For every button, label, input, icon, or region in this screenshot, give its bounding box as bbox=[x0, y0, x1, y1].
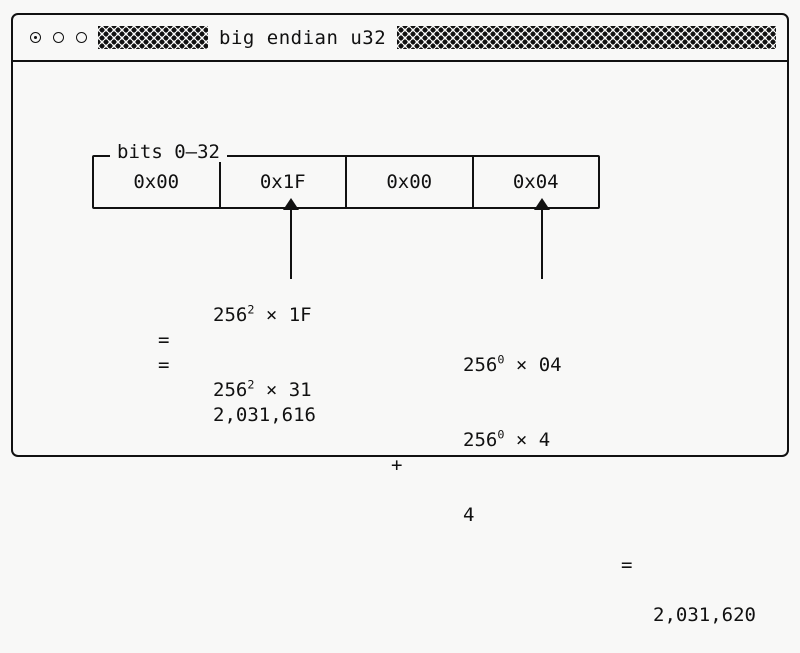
math-right-line2-base: 256 bbox=[463, 429, 498, 451]
math-left-line2-equals: = bbox=[158, 329, 170, 351]
math-left-line1-exponent: 2 bbox=[247, 302, 255, 317]
byte-cell-1[interactable]: 0x1F bbox=[221, 157, 347, 207]
app-window: big endian u32 bits 0–32 0x00 0x1F 0x00 … bbox=[11, 13, 789, 626]
byte-field: bits 0–32 0x00 0x1F 0x00 0x04 bbox=[92, 143, 600, 209]
math-row-2: = 2562 × 31 2560 × 4 bbox=[13, 303, 787, 451]
math-block: 2562 × 1F 2560 × 04 = 2562 × 31 2560 × 4… bbox=[13, 62, 787, 626]
math-right-line1-exponent: 0 bbox=[497, 352, 505, 367]
math-right-line1: 2560 × 04 bbox=[463, 353, 562, 378]
pointer-to-byte-1-icon bbox=[283, 198, 299, 279]
math-left-line2-base: 256 bbox=[213, 379, 248, 401]
math-left-line1-rest: × 1F bbox=[254, 304, 312, 326]
math-right-line2: 2560 × 4 bbox=[463, 428, 550, 453]
window-control-minimize-icon[interactable] bbox=[53, 32, 64, 43]
titlebar-texture-left-icon bbox=[98, 26, 208, 49]
window-controls bbox=[30, 32, 87, 43]
math-total-equals: = bbox=[621, 554, 633, 576]
math-left-line1-base: 256 bbox=[213, 304, 248, 326]
math-left-line3-equals: = bbox=[158, 354, 170, 376]
math-plus-operator: + bbox=[391, 454, 403, 476]
math-left-line2-exponent: 2 bbox=[247, 377, 255, 392]
math-left-line2: 2562 × 31 bbox=[213, 378, 312, 403]
byte-cells: 0x00 0x1F 0x00 0x04 bbox=[94, 157, 598, 207]
byte-cell-2[interactable]: 0x00 bbox=[347, 157, 474, 207]
title-bar: big endian u32 bbox=[13, 15, 787, 62]
math-right-line1-base: 256 bbox=[463, 354, 498, 376]
diagram-canvas: bits 0–32 0x00 0x1F 0x00 0x04 2562 × 1F … bbox=[13, 62, 787, 626]
window-control-maximize-icon[interactable] bbox=[76, 32, 87, 43]
byte-cell-0[interactable]: 0x00 bbox=[94, 157, 221, 207]
screenshot-root: big endian u32 bits 0–32 0x00 0x1F 0x00 … bbox=[11, 13, 789, 626]
byte-field-legend: bits 0–32 bbox=[110, 143, 227, 162]
titlebar-texture-right-icon bbox=[397, 26, 776, 49]
math-row-3: = 2,031,616 + 4 = 2,031,620 bbox=[13, 328, 787, 626]
pointer-to-byte-3-icon bbox=[534, 198, 550, 279]
byte-cell-3[interactable]: 0x04 bbox=[512, 171, 559, 193]
math-right-line2-exponent: 0 bbox=[497, 427, 505, 442]
window-title: big endian u32 bbox=[219, 26, 387, 49]
math-right-line1-rest: × 04 bbox=[504, 354, 562, 376]
window-control-close-icon[interactable] bbox=[30, 32, 41, 43]
math-right-line2-rest: × 4 bbox=[504, 429, 551, 451]
math-total-value: 2,031,620 bbox=[653, 604, 756, 626]
math-left-line2-rest: × 31 bbox=[254, 379, 312, 401]
math-left-line3-value: 2,031,616 bbox=[213, 404, 316, 426]
math-right-line3-value: 4 bbox=[463, 504, 475, 526]
math-left-line1: 2562 × 1F bbox=[213, 303, 312, 328]
math-row-1: 2562 × 1F 2560 × 04 bbox=[13, 278, 787, 376]
